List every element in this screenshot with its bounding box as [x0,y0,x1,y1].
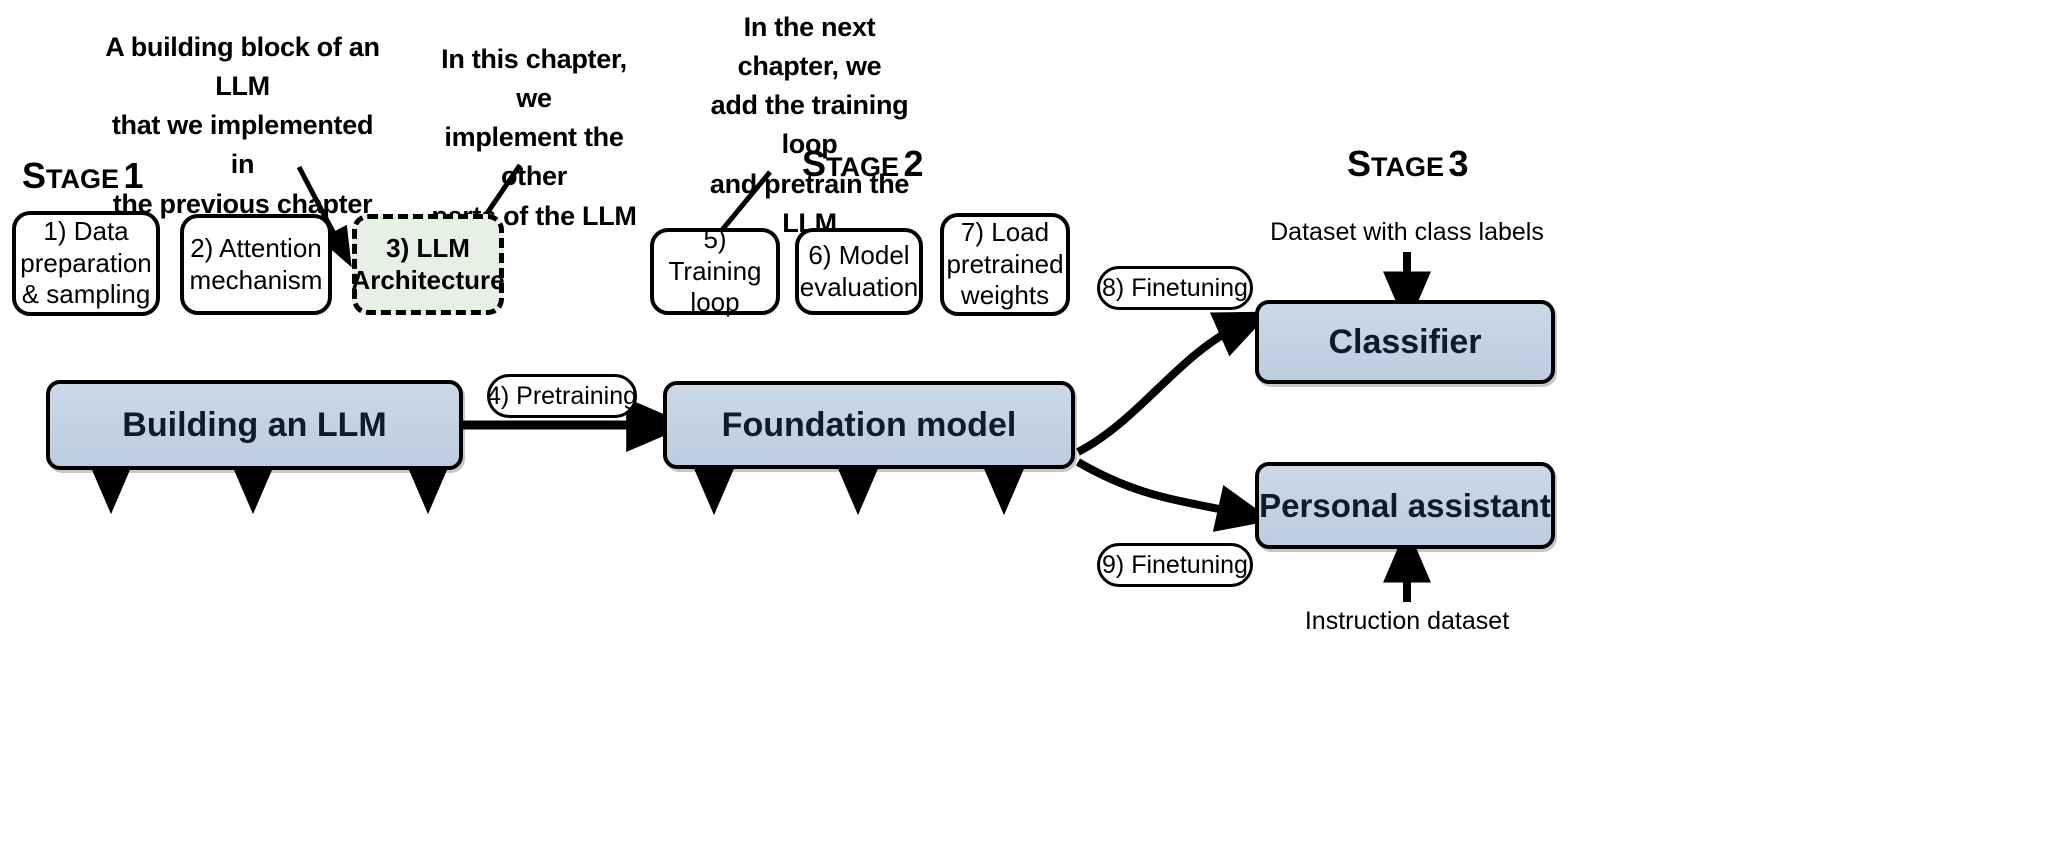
stage-number: 1 [123,155,144,196]
box-building-an-llm[interactable]: Building an LLM [46,380,463,470]
step-label: 2) Attention mechanism [189,232,323,295]
step-3-llm-architecture[interactable]: 3) LLM Architecture [351,214,505,315]
box-label: Personal assistant [1259,486,1551,524]
box-personal-assistant[interactable]: Personal assistant [1255,462,1555,549]
step-1-data-preparation[interactable]: 1) Data preparation & sampling [12,211,160,316]
stage-word-initial: S [802,143,827,184]
stage-word-rest: TAGE [826,152,900,182]
callout-line: the previous chapter [112,188,373,219]
step-7-load-pretrained-weights[interactable]: 7) Load pretrained weights [940,213,1070,316]
stage-word-rest: TAGE [1371,152,1445,182]
stage-heading-1: STAGE 1 [22,155,144,197]
box-label: Building an LLM [122,405,387,444]
box-classifier[interactable]: Classifier [1255,300,1555,384]
step-label: 7) Load pretrained weights [946,216,1064,311]
stage-number: 2 [903,143,924,184]
caption-dataset-with-class-labels: Dataset with class labels [1270,218,1544,246]
pill-label: 8) Finetuning [1102,273,1248,302]
stage-word-initial: S [22,155,47,196]
step-5-training-loop[interactable]: 5) Training loop [650,224,780,317]
step-6-model-evaluation[interactable]: 6) Model evaluation [795,228,923,315]
callout-line: that we implemented in [111,110,374,180]
pill-8-finetuning[interactable]: 8) Finetuning [1097,266,1253,310]
callout-line: In the next chapter, we [737,12,882,82]
box-foundation-model[interactable]: Foundation model [663,381,1075,469]
stage-heading-2: STAGE 2 [802,143,924,185]
pill-label: 9) Finetuning [1102,550,1248,579]
callout-building-block: A building block of an LLM that we imple… [105,28,380,224]
step-label: 5) Training loop [668,223,762,318]
stage-heading-3: STAGE 3 [1347,143,1469,185]
callout-this-chapter: In this chapter, we implement the other … [425,40,643,236]
pill-9-finetuning[interactable]: 9) Finetuning [1097,543,1253,587]
callout-next-chapter: In the next chapter, we add the training… [692,8,927,243]
arrow-foundation-to-classifier [1076,311,1271,456]
stage-word-initial: S [1347,143,1372,184]
callout-line: A building block of an LLM [105,32,380,102]
stage-word-rest: TAGE [46,164,120,194]
box-label: Foundation model [721,405,1017,444]
stage-number: 3 [1448,143,1469,184]
step-label: 1) Data preparation & sampling [20,215,152,310]
callout-line: add the training loop [710,90,909,160]
callout-line: In this chapter, we [441,44,627,114]
step-2-attention-mechanism[interactable]: 2) Attention mechanism [180,214,332,315]
pill-label: 4) Pretraining [486,381,638,410]
callout-line: and pretrain the LLM [709,168,910,238]
caption-instruction-dataset: Instruction dataset [1304,607,1510,635]
callout-line: implement the other [444,122,624,192]
arrow-foundation-to-assistant [1075,458,1273,532]
box-label: Classifier [1328,322,1482,361]
step-label: 3) LLM Architecture [351,232,505,295]
pill-4-pretraining[interactable]: 4) Pretraining [487,374,637,418]
step-label: 6) Model evaluation [799,239,919,302]
